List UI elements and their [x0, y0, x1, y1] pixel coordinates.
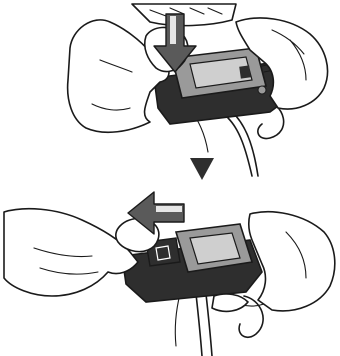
- step-2-left-arrow-icon: [127, 191, 185, 235]
- step-2-right-fingertip: [211, 293, 249, 313]
- step-2-release-clip-detail: [155, 245, 171, 261]
- step-2-right-hand-crease: [285, 231, 307, 279]
- step-2-panel: [3, 191, 336, 356]
- step-1-sleeve-hatching: [149, 7, 223, 17]
- step-2-right-hand: [247, 211, 336, 312]
- step-2-cord: [174, 293, 181, 347]
- step-1-battery-label: [189, 56, 253, 89]
- step-2-left-finger-line: [39, 267, 99, 275]
- step-1-right-hand: [235, 17, 329, 110]
- step-2-cable: [195, 293, 203, 356]
- step-1-cable-edge: [235, 115, 259, 177]
- step-1-left-finger-line: [99, 59, 133, 73]
- step-1-left-hand-crease: [91, 103, 131, 111]
- next-step-triangle-icon: [190, 158, 214, 180]
- step-1-down-arrow-icon: [153, 13, 197, 73]
- step-1-right-hand-crease: [289, 39, 307, 81]
- step-1-right-finger-line: [271, 29, 305, 55]
- step-2-battery-label: [189, 232, 241, 265]
- step-2-cable-edge: [205, 293, 213, 356]
- step-1-latch: [239, 65, 251, 79]
- step-1-screw-icon: [257, 85, 267, 95]
- step-2-left-hand: [3, 207, 139, 297]
- step-2-strap-loop: [238, 295, 264, 339]
- step-1-cord: [195, 117, 209, 153]
- step-2-left-hand-crease: [33, 247, 93, 258]
- step-1-cable: [227, 117, 253, 177]
- step-1-panel: [66, 3, 329, 177]
